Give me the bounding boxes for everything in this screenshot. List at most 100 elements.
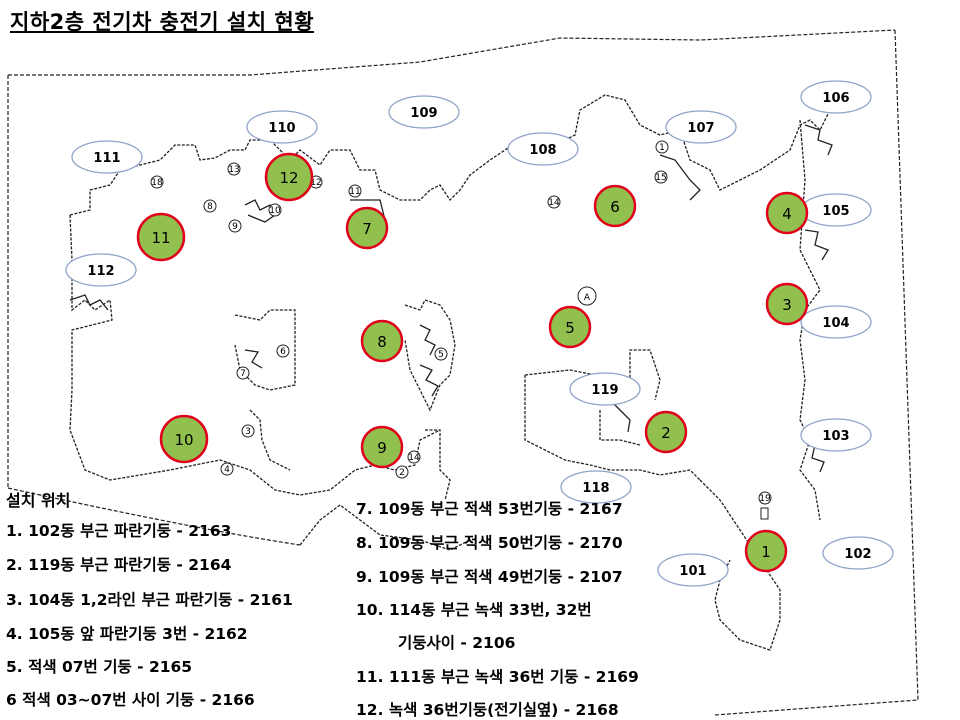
svg-text:6: 6 <box>280 347 286 357</box>
marker-1: 1 <box>655 140 669 154</box>
charger-9: 9 <box>360 425 404 469</box>
svg-text:11: 11 <box>349 187 360 197</box>
charger-2: 2 <box>644 410 688 454</box>
charger-6: 6 <box>593 184 637 228</box>
marker-15: 15 <box>654 170 668 184</box>
marker-11: 11 <box>348 184 362 198</box>
charger-7: 7 <box>345 206 389 250</box>
svg-text:8: 8 <box>377 333 387 351</box>
svg-text:13: 13 <box>228 165 239 175</box>
charger-4: 4 <box>765 191 809 235</box>
building-101-label: 101 <box>657 553 729 587</box>
legend-item-2: 2. 119동 부근 파란기둥 - 2164 <box>6 556 232 574</box>
charger-1: 1 <box>744 529 788 573</box>
legend-item-8: 8. 109동 부근 적색 50번기둥 - 2170 <box>356 534 623 552</box>
svg-text:106: 106 <box>822 91 849 106</box>
legend-item-5: 5. 적색 07번 기둥 - 2165 <box>6 658 193 676</box>
building-105-label: 105 <box>800 193 872 227</box>
svg-text:18: 18 <box>151 178 163 188</box>
svg-text:119: 119 <box>591 383 618 398</box>
marker-6: 6 <box>276 344 290 358</box>
svg-text:3: 3 <box>782 296 792 314</box>
svg-text:19: 19 <box>759 494 771 504</box>
marker-A: A <box>577 286 597 306</box>
legend-item-1: 1. 102동 부근 파란기둥 - 2163 <box>6 522 232 540</box>
svg-text:10: 10 <box>269 206 281 216</box>
legend-item-6: 6 적색 03~07번 사이 기둥 - 2166 <box>6 691 255 709</box>
building-112-label: 112 <box>65 253 137 287</box>
svg-text:5: 5 <box>565 319 575 337</box>
outer-boundary <box>7 29 919 716</box>
svg-text:1: 1 <box>659 143 665 153</box>
svg-text:103: 103 <box>822 429 849 444</box>
marker-5: 5 <box>434 347 448 361</box>
svg-text:6: 6 <box>610 198 620 216</box>
charger-10: 10 <box>159 414 209 464</box>
marker-13: 13 <box>227 162 241 176</box>
svg-text:14: 14 <box>408 453 420 463</box>
charger-5: 5 <box>548 305 592 349</box>
marker-14b: 14 <box>547 195 561 209</box>
charger-12: 12 <box>264 152 314 202</box>
svg-text:4: 4 <box>782 205 792 223</box>
legend-item-10-cont: 기둥사이 - 2106 <box>398 634 516 652</box>
svg-text:108: 108 <box>529 143 556 158</box>
building-106-label: 106 <box>800 80 872 114</box>
legend-heading: 설치 위치 <box>6 491 71 510</box>
legend-item-3: 3. 104동 1,2라인 부근 파란기둥 - 2161 <box>6 591 293 609</box>
marker-19: 19 <box>758 491 772 505</box>
building-107-label: 107 <box>665 110 737 144</box>
legend-item-12: 12. 녹색 36번기둥(전기실옆) - 2168 <box>356 701 619 719</box>
svg-text:2: 2 <box>399 468 405 478</box>
marker-2: 2 <box>395 465 409 479</box>
marker-7: 7 <box>236 366 250 380</box>
charger-markers: 1 2 3 4 5 6 7 8 9 10 11 12 <box>136 152 809 573</box>
svg-text:12: 12 <box>310 178 321 188</box>
building-104-label: 104 <box>800 305 872 339</box>
legend-item-9: 9. 109동 부근 적색 49번기둥 - 2107 <box>356 568 623 586</box>
svg-text:104: 104 <box>822 316 849 331</box>
page-title: 지하2층 전기차 충전기 설치 현황 <box>10 10 315 34</box>
svg-text:112: 112 <box>87 264 114 279</box>
building-110-label: 110 <box>246 110 318 144</box>
building-111-label: 111 <box>71 140 143 174</box>
svg-text:101: 101 <box>679 564 706 579</box>
svg-text:10: 10 <box>174 431 193 449</box>
svg-text:5: 5 <box>438 350 444 360</box>
building-102-label: 102 <box>822 536 894 570</box>
legend-item-10: 10. 114동 부근 녹색 33번, 32번 <box>356 601 592 619</box>
charger-11: 11 <box>136 212 186 262</box>
svg-text:110: 110 <box>268 121 295 136</box>
marker-10: 10 <box>268 203 282 217</box>
svg-text:15: 15 <box>655 173 666 183</box>
marker-9: 9 <box>228 219 242 233</box>
svg-text:7: 7 <box>240 369 246 379</box>
svg-text:118: 118 <box>582 481 609 496</box>
pillar-markers: A 1 2 3 4 5 6 7 8 9 10 11 12 13 14 14 15… <box>150 140 772 520</box>
building-108-label: 108 <box>507 132 579 166</box>
svg-text:105: 105 <box>822 204 849 219</box>
svg-text:A: A <box>584 293 591 303</box>
marker-14a: 14 <box>407 450 421 464</box>
svg-text:102: 102 <box>844 547 871 562</box>
svg-text:9: 9 <box>232 222 238 232</box>
svg-text:2: 2 <box>661 424 671 442</box>
legend-item-4: 4. 105동 앞 파란기둥 3번 - 2162 <box>6 625 248 643</box>
svg-text:3: 3 <box>245 427 251 437</box>
marker-18: 18 <box>150 175 164 189</box>
svg-text:109: 109 <box>410 106 437 121</box>
svg-text:14: 14 <box>548 198 560 208</box>
svg-text:8: 8 <box>207 202 213 212</box>
building-labels: 106 105 104 103 102 101 118 119 107 108 … <box>65 80 894 587</box>
svg-text:1: 1 <box>761 543 771 561</box>
svg-text:12: 12 <box>279 169 298 187</box>
svg-text:9: 9 <box>377 439 387 457</box>
charger-8: 8 <box>360 319 404 363</box>
marker-4: 4 <box>220 462 234 476</box>
charger-3: 3 <box>765 282 809 326</box>
svg-text:4: 4 <box>224 465 230 475</box>
marker-3: 3 <box>241 424 255 438</box>
building-103-label: 103 <box>800 418 872 452</box>
svg-text:107: 107 <box>687 121 714 136</box>
